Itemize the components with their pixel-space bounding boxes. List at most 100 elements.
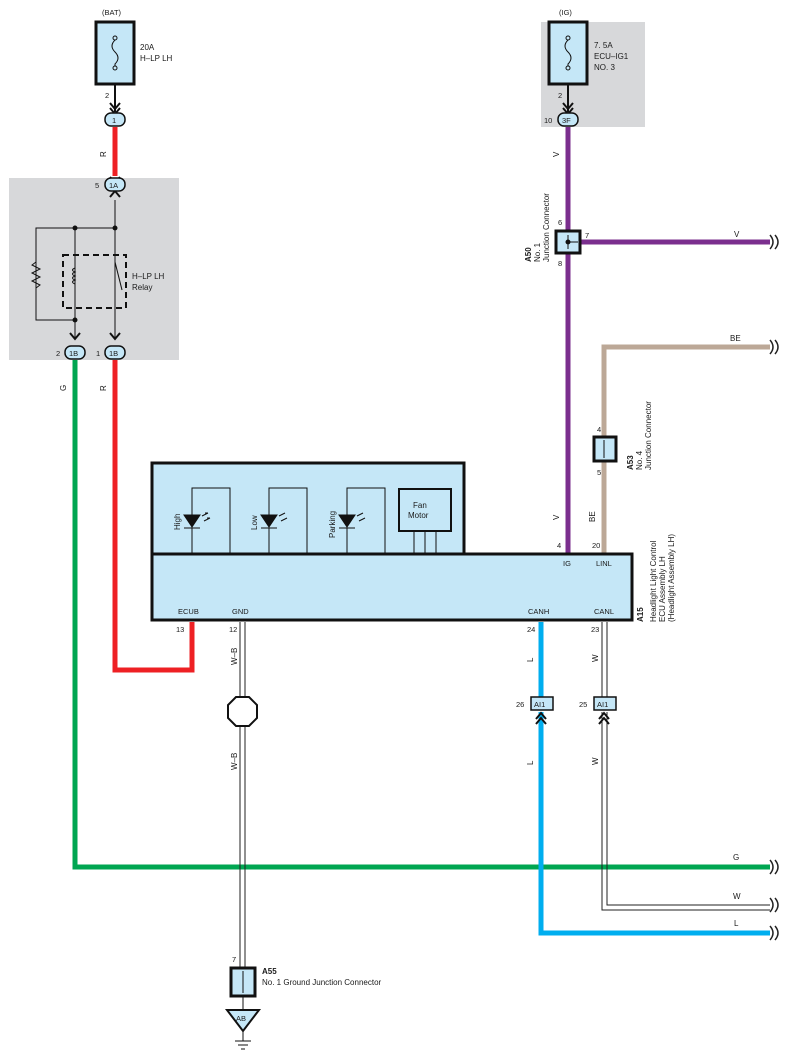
wire-label-l-lower-group: L [526,760,535,765]
connector-ai1-right-arrow-icon [598,711,610,725]
wire-label-wb-upper: W–B [230,648,239,665]
splice-octagon [227,696,258,727]
wire-label-be-right: BE [730,334,741,343]
wire-label-v-low-group: V [552,514,561,520]
a53-pin-top: 4 [597,425,601,434]
terminal-ecub-name: ECUB [178,607,199,616]
connector-1b-left [64,345,86,360]
a50-line1: No. 1 [533,242,542,262]
connector-1b-right-label: 1B [109,349,118,358]
a50-code: A50 [524,247,533,262]
connector-ai1-right-pin: 25 [579,700,587,709]
terminal-ig-pin: 4 [557,541,561,550]
led-parking-label-group: Parking [328,511,337,538]
a50-label-group: A50 [524,247,533,262]
led-high-label: High [173,514,182,530]
connector-1a-label: 1A [109,181,118,190]
fan-motor-line2: Motor [408,511,429,520]
ecu-name-line1: Headlight Light Control [649,540,658,622]
wire-label-wb-upper-group: W–B [230,648,239,665]
fan-motor-box [398,488,452,532]
wire-label-r-mid: R [99,385,108,391]
terminal-gnd-pin: 12 [229,625,237,634]
ground-triangle [224,1009,262,1033]
fan-motor-line1: Fan [413,501,427,510]
ig-label: (IG) [559,8,572,17]
wire-label-g-right: G [733,853,739,862]
a55-name: No. 1 Ground Junction Connector [262,978,382,987]
connector-1a-pin: 5 [95,181,99,190]
connector-1b-right-arrow-icon [109,332,121,341]
connector-1b-left-pin: 2 [56,349,60,358]
ecu-code: A15 [636,607,645,622]
bat-fuse-box [94,20,136,86]
connector-ai1-left-label: AI1 [534,700,545,709]
wire-label-v-top-group: V [552,151,561,157]
led-low-label-group: Low [250,515,259,530]
ig-fuse-box [547,20,589,86]
wire-label-w-right: W [733,892,741,901]
connector-1b-left-arrow-icon [69,332,81,341]
ecu-name-line2-group: ECU Assembly LH [658,556,667,622]
terminal-ecub-pin: 13 [176,625,184,634]
bat-fuse-pin: 2 [105,91,109,100]
wire-red-ecub [112,360,195,673]
a53-connector [592,435,618,463]
wire-label-r-top: R [99,151,108,157]
a53-line1: No. 4 [635,450,644,470]
a50-line2: Junction Connector [542,193,551,262]
ecu-name-line2: ECU Assembly LH [658,556,667,622]
wire-label-v-low: V [552,514,561,520]
relay-coil-icon [72,240,123,300]
wire-beige-upper [601,344,770,437]
a50-junction-dot [565,235,578,249]
a50-pin-top: 6 [558,218,562,227]
ig-fuse-icon [564,35,572,71]
wire-white-black-gnd [239,622,246,968]
connector-1 [104,112,126,127]
ecu-name-line3-group: (Headlight Assembly LH) [667,534,676,622]
connector-ai1-right-label: AI1 [597,700,608,709]
a50-pin-right: 7 [585,231,589,240]
led-high-icon [183,487,231,554]
connector-3f [557,112,579,127]
wire-label-l-upper-group: L [526,657,535,662]
led-low-icon [260,487,308,554]
a55-code: A55 [262,967,277,976]
ecu-name-line3: (Headlight Assembly LH) [667,534,676,622]
relay-panel [9,178,179,360]
led-low-label: Low [250,515,259,530]
wire-label-r-top-group: R [99,151,108,157]
connector-1a [104,177,126,192]
ig-fuse-rating: 7. 5A [594,41,613,50]
wire-white-canl [601,622,770,911]
terminal-linl-name: LINL [596,559,612,568]
connector-1b-left-label: 1B [69,349,78,358]
terminal-canl-pin: 23 [591,625,599,634]
wire-label-v-right: V [734,230,740,239]
wire-label-l-right: L [734,919,739,928]
led-high-label-group: High [173,514,182,530]
wire-label-v-top: V [552,151,561,157]
ig-fuse-name: ECU–IG1 [594,52,629,61]
a50-line2-group: Junction Connector [542,193,551,262]
ecu-main-box [150,552,634,622]
a53-code-group: A53 [626,455,635,470]
connector-1b-right [104,345,126,360]
wire-label-w-lower: W [591,757,600,765]
a53-code: A53 [626,455,635,470]
ig-fuse-pin: 2 [558,91,562,100]
relay-name: H–LP LH [132,272,165,281]
led-parking-icon [338,487,386,554]
ground-label: AB [236,1014,246,1023]
wire-label-be-low: BE [588,511,597,522]
terminal-linl-pin: 20 [592,541,600,550]
wire-label-wb-lower: W–B [230,753,239,770]
bat-fuse-rating: 20A [140,43,155,52]
wire-label-be-low-group: BE [588,511,597,522]
wire-label-g-left: G [59,385,68,391]
connector-1-label: 1 [112,116,116,125]
wire-label-w-upper-group: W [591,654,600,662]
wire-label-l-lower: L [526,760,535,765]
